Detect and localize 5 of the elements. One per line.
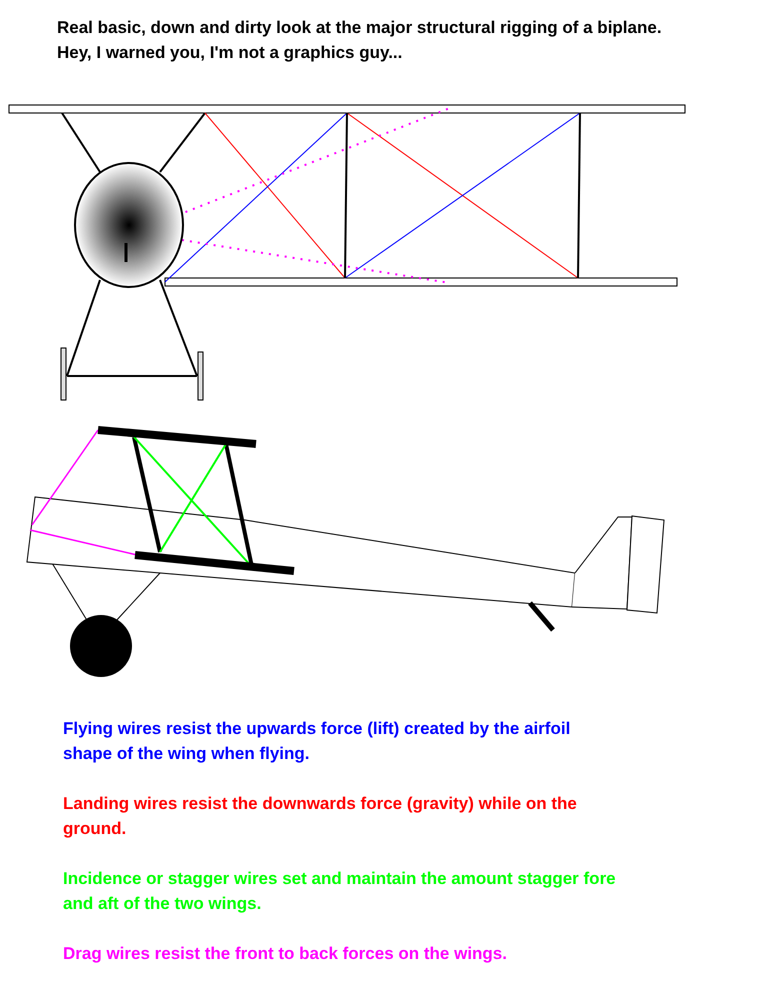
rigging-note: Incidence or stagger wires set and maintain the amount stagger fore and aft of the two wings. <box>63 868 617 915</box>
rigging-note: Drag wires resist the front to back forces on the wings. <box>63 943 508 965</box>
title: Real basic, down and dirty look at the major structural rigging of a biplane. Hey, I warned you, I'm not a graphics guy... <box>57 17 663 64</box>
rigging-note: Flying wires resist the upwards force (lift) created by the airfoil shape of the wing when flying. <box>63 718 572 765</box>
rigging-note: Landing wires resist the downwards force (gravity) while on the ground. <box>63 793 578 840</box>
